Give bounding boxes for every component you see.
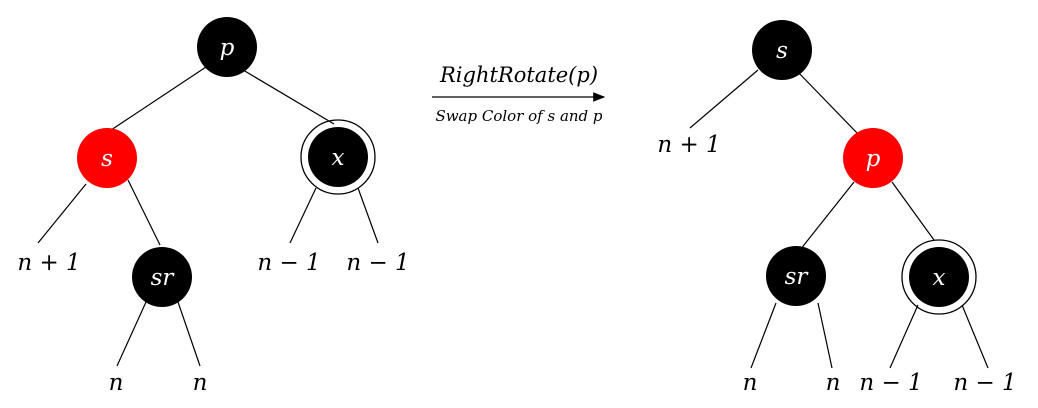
node-sr: sr	[766, 246, 826, 306]
edge-sr-leaf-left	[750, 302, 777, 369]
node-s-label: s	[101, 146, 113, 172]
node-p: p	[843, 128, 903, 188]
after-tree: s p sr x n + 1 n n n − 1 n − 1	[657, 20, 1017, 396]
leaf-x-right: n − 1	[346, 250, 409, 276]
node-s: s	[77, 128, 137, 188]
node-s: s	[752, 20, 812, 80]
leaf-sr-left: n	[743, 370, 758, 396]
node-x-circle	[909, 247, 969, 307]
edge-s-leaf	[37, 183, 87, 244]
edge-s-leaf	[689, 69, 759, 129]
node-sr-label: sr	[785, 264, 810, 290]
before-tree: p s x sr n + 1 n − 1 n − 1 n n	[17, 17, 410, 396]
edge-p-s	[95, 66, 207, 141]
node-sr-circle	[766, 246, 826, 306]
edge-p-sr	[799, 181, 855, 251]
edge-sr-leaf-right	[817, 302, 833, 369]
edge-x-leaf-right	[961, 304, 989, 369]
node-sr: sr	[132, 247, 192, 307]
node-p: p	[197, 17, 257, 77]
edge-p-x	[891, 181, 935, 241]
node-x-circle	[308, 127, 368, 187]
edge-s-p	[795, 69, 859, 135]
node-sr-circle	[132, 247, 192, 307]
edge-sr-leaf-right	[177, 301, 201, 367]
node-x-label: x	[332, 145, 345, 171]
leaf-s-left: n + 1	[657, 132, 720, 158]
edge-p-x	[237, 66, 335, 125]
leaf-sr-left: n	[109, 370, 124, 396]
node-sr-label: sr	[151, 265, 176, 291]
node-x-outer-ring	[300, 119, 376, 195]
node-x: x	[300, 119, 376, 195]
leaf-x-left: n − 1	[257, 250, 320, 276]
leaf-s-left: n + 1	[17, 250, 80, 276]
leaf-x-right: n − 1	[953, 370, 1016, 396]
node-p-circle	[843, 128, 903, 188]
node-s-circle	[77, 128, 137, 188]
operation-sublabel: Swap Color of s and p	[435, 107, 602, 125]
node-x-outer-ring	[901, 239, 977, 315]
node-p-circle	[197, 17, 257, 77]
node-x-label: x	[933, 265, 946, 291]
leaf-x-left: n − 1	[859, 370, 922, 396]
edge-x-leaf-right	[357, 187, 379, 244]
node-x: x	[901, 239, 977, 315]
node-p-label: p	[220, 35, 235, 61]
leaf-sr-right: n	[826, 370, 841, 396]
node-s-circle	[752, 20, 812, 80]
edge-x-leaf-left	[289, 187, 317, 244]
edge-x-leaf-left	[889, 304, 919, 369]
edge-sr-leaf-left	[116, 301, 147, 367]
edge-s-sr	[127, 179, 161, 246]
node-p-label: p	[866, 146, 881, 172]
node-s-label: s	[776, 38, 788, 64]
operation-label: RightRotate(p)	[439, 63, 598, 87]
leaf-sr-right: n	[193, 370, 208, 396]
operation-arrow: RightRotate(p) Swap Color of s and p	[432, 63, 606, 125]
